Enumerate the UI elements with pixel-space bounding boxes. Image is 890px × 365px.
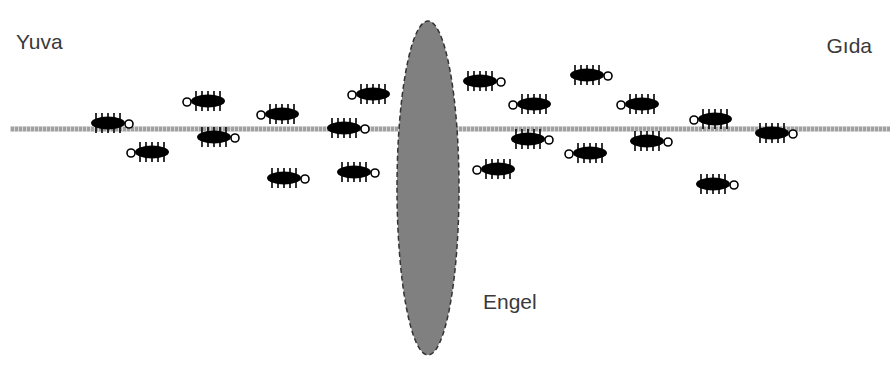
ant [183, 91, 225, 111]
region-label: Engel [483, 290, 537, 313]
ant [511, 129, 553, 149]
ant [267, 168, 309, 188]
ant [91, 113, 133, 133]
ant [127, 142, 169, 162]
ant [348, 84, 390, 104]
ant [463, 71, 505, 91]
ant [197, 127, 239, 147]
ant [337, 162, 379, 182]
ant [617, 94, 659, 114]
region-label: Gıda [826, 34, 872, 57]
ant [630, 131, 672, 151]
ant [473, 159, 515, 179]
ant [257, 104, 299, 124]
ant [755, 123, 797, 143]
ant [509, 94, 551, 114]
obstacle-ellipse [397, 21, 459, 355]
ant [565, 143, 607, 163]
ant [327, 118, 369, 138]
region-label: Yuva [16, 30, 63, 53]
ant [690, 109, 732, 129]
ant [570, 65, 612, 85]
ant [696, 174, 738, 194]
